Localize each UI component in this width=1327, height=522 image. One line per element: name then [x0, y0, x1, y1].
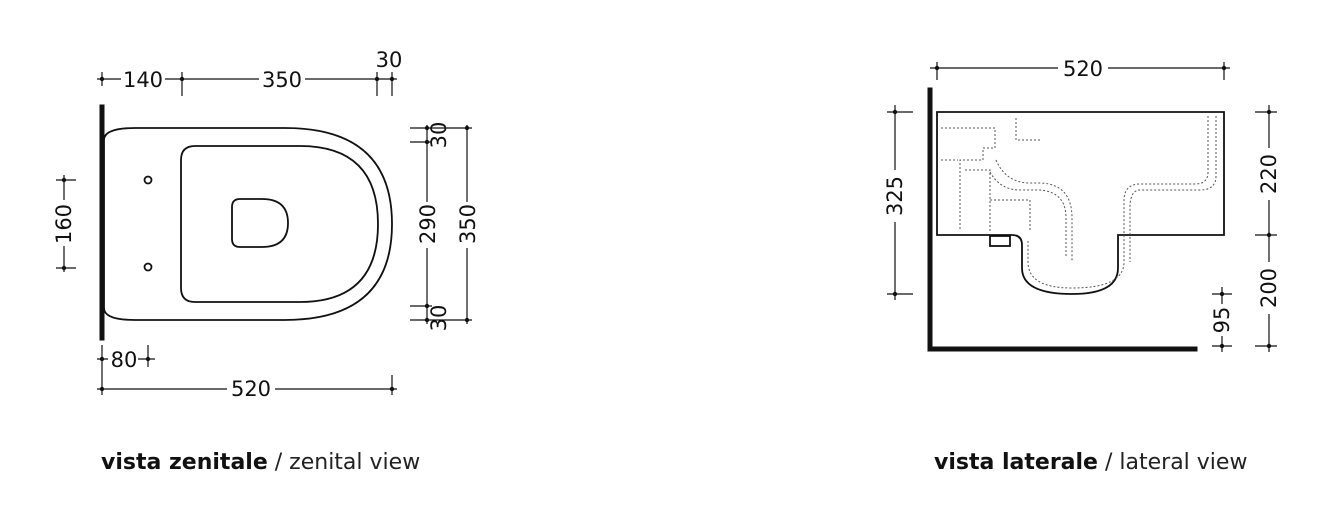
side-view-caption-sep: / [1097, 450, 1120, 475]
top-view-inner-rim [180, 145, 379, 303]
top-view-bowl-outline [103, 127, 393, 321]
side-view: 520 325 220 200 95 [883, 56, 1281, 352]
top-view-fixing-hole-bottom [143, 262, 153, 272]
side-view-outlet [989, 235, 1011, 247]
dim-520-bottom: 520 [231, 377, 271, 401]
side-view-caption-it: vista laterale [934, 450, 1098, 475]
dim-220: 220 [1257, 154, 1281, 194]
side-view-wall-floor [927, 87, 1198, 352]
dim-30-right-bottom: 30 [427, 305, 451, 332]
dim-30-top: 30 [376, 48, 403, 72]
top-view-drain [231, 198, 289, 248]
side-view-caption: vista laterale / lateral view [934, 450, 1247, 475]
dim-140: 140 [123, 68, 163, 92]
dim-160: 160 [52, 204, 76, 244]
top-view-caption: vista zenitale / zenital view [101, 450, 420, 475]
dim-350-right: 350 [456, 204, 480, 244]
top-view-fixing-hole-top [143, 175, 153, 185]
dim-325: 325 [883, 176, 907, 216]
side-view-trapway [1027, 116, 1209, 289]
side-view-body-outline [936, 111, 1225, 295]
side-view-caption-en: lateral view [1119, 450, 1248, 475]
dim-520-side: 520 [1063, 57, 1103, 81]
dim-95: 95 [1210, 307, 1234, 334]
top-view: 140 350 30 160 30 290 30 350 [52, 48, 480, 401]
dim-290: 290 [416, 204, 440, 244]
dim-200: 200 [1257, 268, 1281, 308]
dim-30-right-top: 30 [427, 122, 451, 149]
dim-350: 350 [262, 68, 302, 92]
top-view-caption-it: vista zenitale [101, 450, 268, 475]
top-view-caption-en: zenital view [289, 450, 421, 475]
dim-80: 80 [111, 348, 138, 372]
top-view-caption-sep: / [267, 450, 290, 475]
